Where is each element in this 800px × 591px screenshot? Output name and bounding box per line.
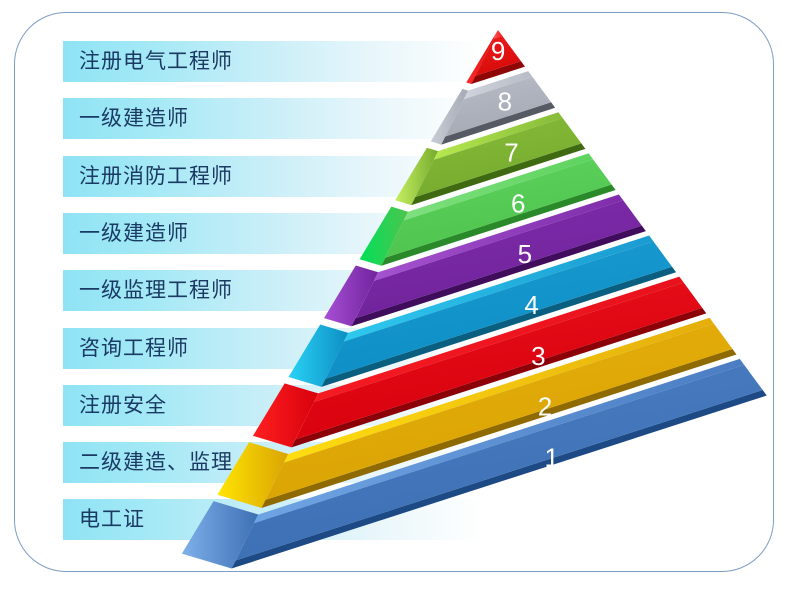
level-bottom-shadow [261,348,737,508]
level-bottom-shadow [381,184,616,266]
level-number: 9 [491,36,505,66]
label-band-text: 咨询工程师 [79,335,189,360]
label-band-text: 一级监理工程师 [79,278,233,303]
label-band-text: 电工证 [79,507,145,532]
level-top-strip [283,317,714,463]
pyramid-level-3: 3 [252,276,707,448]
level-bottom-shadow [321,266,677,387]
level-top-strip [373,194,624,281]
level-top-strip [313,276,684,403]
level-bottom-shadow [291,307,707,448]
pyramid-level-6: 6 [359,153,616,266]
level-top-strip [254,358,745,524]
level-number: 1 [544,442,558,472]
level-number: 4 [524,290,538,320]
level-face [475,35,521,76]
level-top-strip [343,235,654,342]
level-top-strip [433,112,563,160]
level-left-bevel [466,30,498,85]
level-left-bevel [324,265,379,327]
level-face [415,118,582,198]
pyramid-level-4: 4 [288,235,677,387]
pyramid-level-9: 9 [466,30,525,85]
level-bottom-shadow [231,390,767,569]
level-number: 5 [518,239,532,269]
level-left-bevel [217,442,289,508]
label-band-9: 注册电气工程师 [63,41,483,82]
level-left-bevel [359,206,409,266]
pyramid-level-7: 7 [395,112,586,206]
rounded-border-frame [14,12,774,572]
level-bottom-shadow [351,225,646,327]
level-top-strip [493,30,503,39]
level-face [295,282,703,440]
pyramid-level-2: 2 [217,317,737,508]
level-number: 7 [504,137,518,167]
level-left-bevel [395,147,439,206]
level-face [445,76,552,137]
pyramid-level-5: 5 [324,194,646,327]
level-face [235,364,763,561]
label-band-text: 注册安全 [79,392,167,417]
level-face [265,323,733,500]
level-left-bevel [430,88,469,145]
label-band-text: 注册电气工程师 [79,49,233,73]
pyramid-level-8: 8 [430,71,556,145]
level-face [355,200,642,319]
level-face [325,241,673,379]
level-number: 3 [531,341,545,371]
pyramid-level-1: 1 [181,358,767,569]
level-left-bevel [288,324,349,387]
level-number: 2 [538,392,552,422]
level-face [385,159,612,258]
label-band-text: 一级建造师 [79,106,189,131]
label-band-8: 一级建造师 [63,98,483,140]
level-number: 6 [511,188,525,218]
level-top-strip [463,71,533,100]
level-bottom-shadow [471,61,525,85]
label-band-text: 注册消防工程师 [79,163,233,188]
level-top-strip [403,153,593,221]
level-left-bevel [252,383,319,448]
label-band-text: 二级建造、监理 [79,450,233,475]
level-bottom-shadow [441,102,556,145]
level-left-bevel [181,501,259,569]
level-number: 8 [498,87,512,117]
level-bottom-shadow [411,143,586,206]
label-band-text: 一级建造师 [79,220,189,245]
